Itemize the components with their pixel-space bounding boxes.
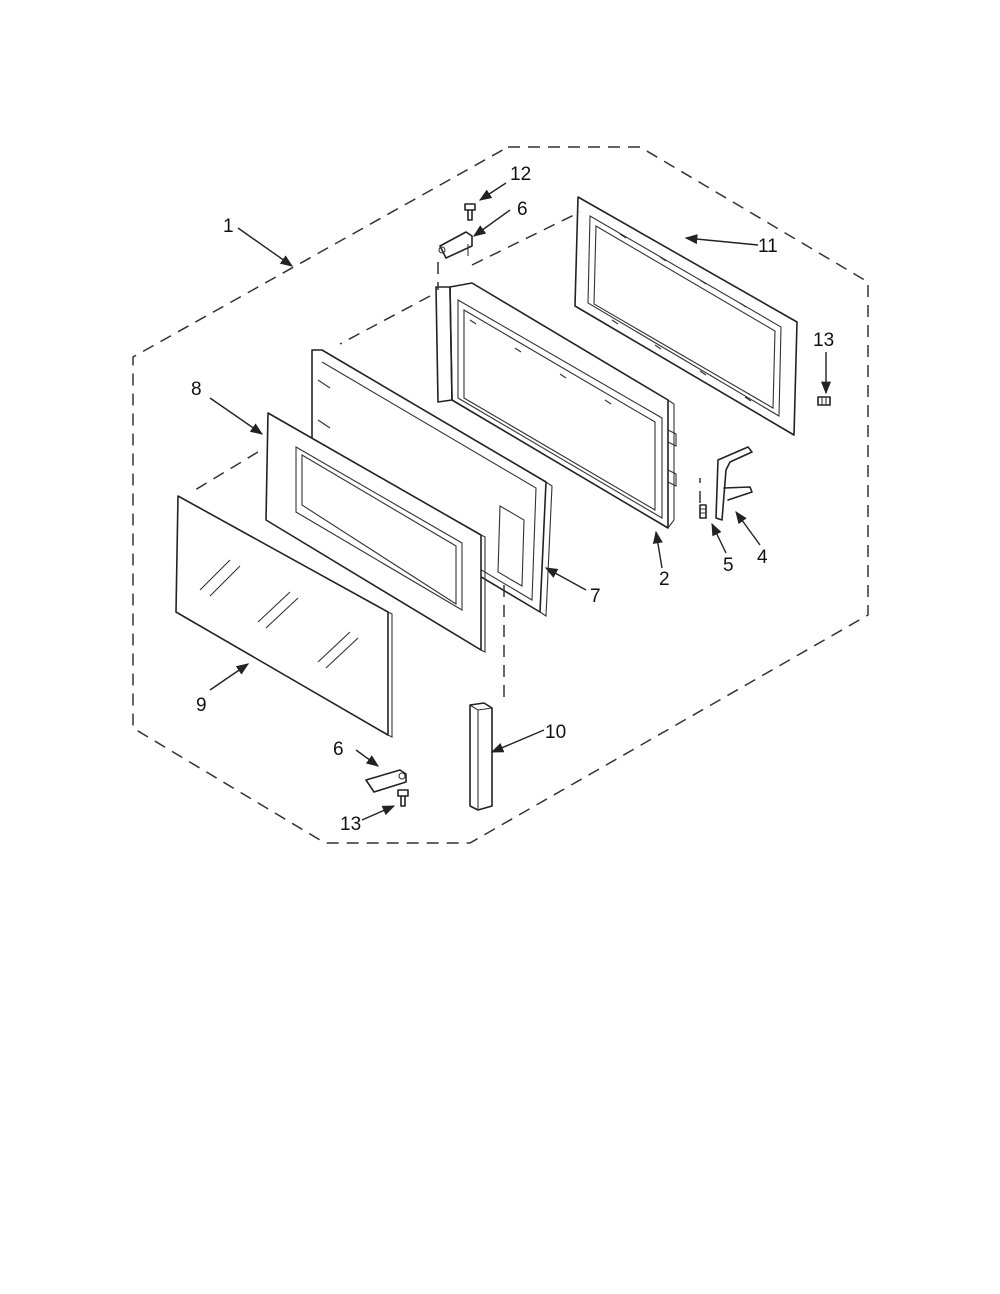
alignment-lines	[194, 211, 701, 700]
callout-13-right: 13	[813, 330, 834, 351]
callout-10: 10	[545, 722, 566, 743]
part-8-door-frame	[265, 412, 486, 653]
part-12-screw	[464, 203, 476, 221]
part-13-screw-bottom	[397, 789, 409, 807]
part-11-choke-frame	[574, 196, 798, 436]
callout-1: 1	[223, 216, 234, 237]
callout-11: 11	[758, 236, 778, 257]
part-5-spring	[699, 504, 707, 519]
callout-5: 5	[723, 555, 734, 576]
callout-8: 8	[191, 379, 202, 400]
callout-9: 9	[196, 695, 207, 716]
callout-13-bottom: 13	[340, 814, 361, 835]
callout-6-top: 6	[517, 199, 528, 220]
assembly-boundary	[132, 146, 869, 844]
part-10-handle	[469, 702, 493, 811]
part-2-inner-door-frame	[435, 282, 677, 529]
callout-labels: 1 2 4 5 6 6 7 8 9 10 11 12 13 13	[191, 164, 834, 835]
callout-12: 12	[510, 164, 531, 185]
part-4-latch-bracket	[715, 446, 753, 521]
callout-4: 4	[757, 547, 768, 568]
callout-6-bottom: 6	[333, 739, 344, 760]
leader-arrows	[209, 182, 832, 821]
part-9-door-glass	[175, 495, 393, 738]
part-6-hinge-top	[438, 231, 473, 259]
part-13-screw-right	[817, 396, 831, 406]
callout-2: 2	[659, 569, 670, 590]
part-6-hinge-bottom	[365, 769, 407, 793]
callout-7: 7	[590, 586, 601, 607]
